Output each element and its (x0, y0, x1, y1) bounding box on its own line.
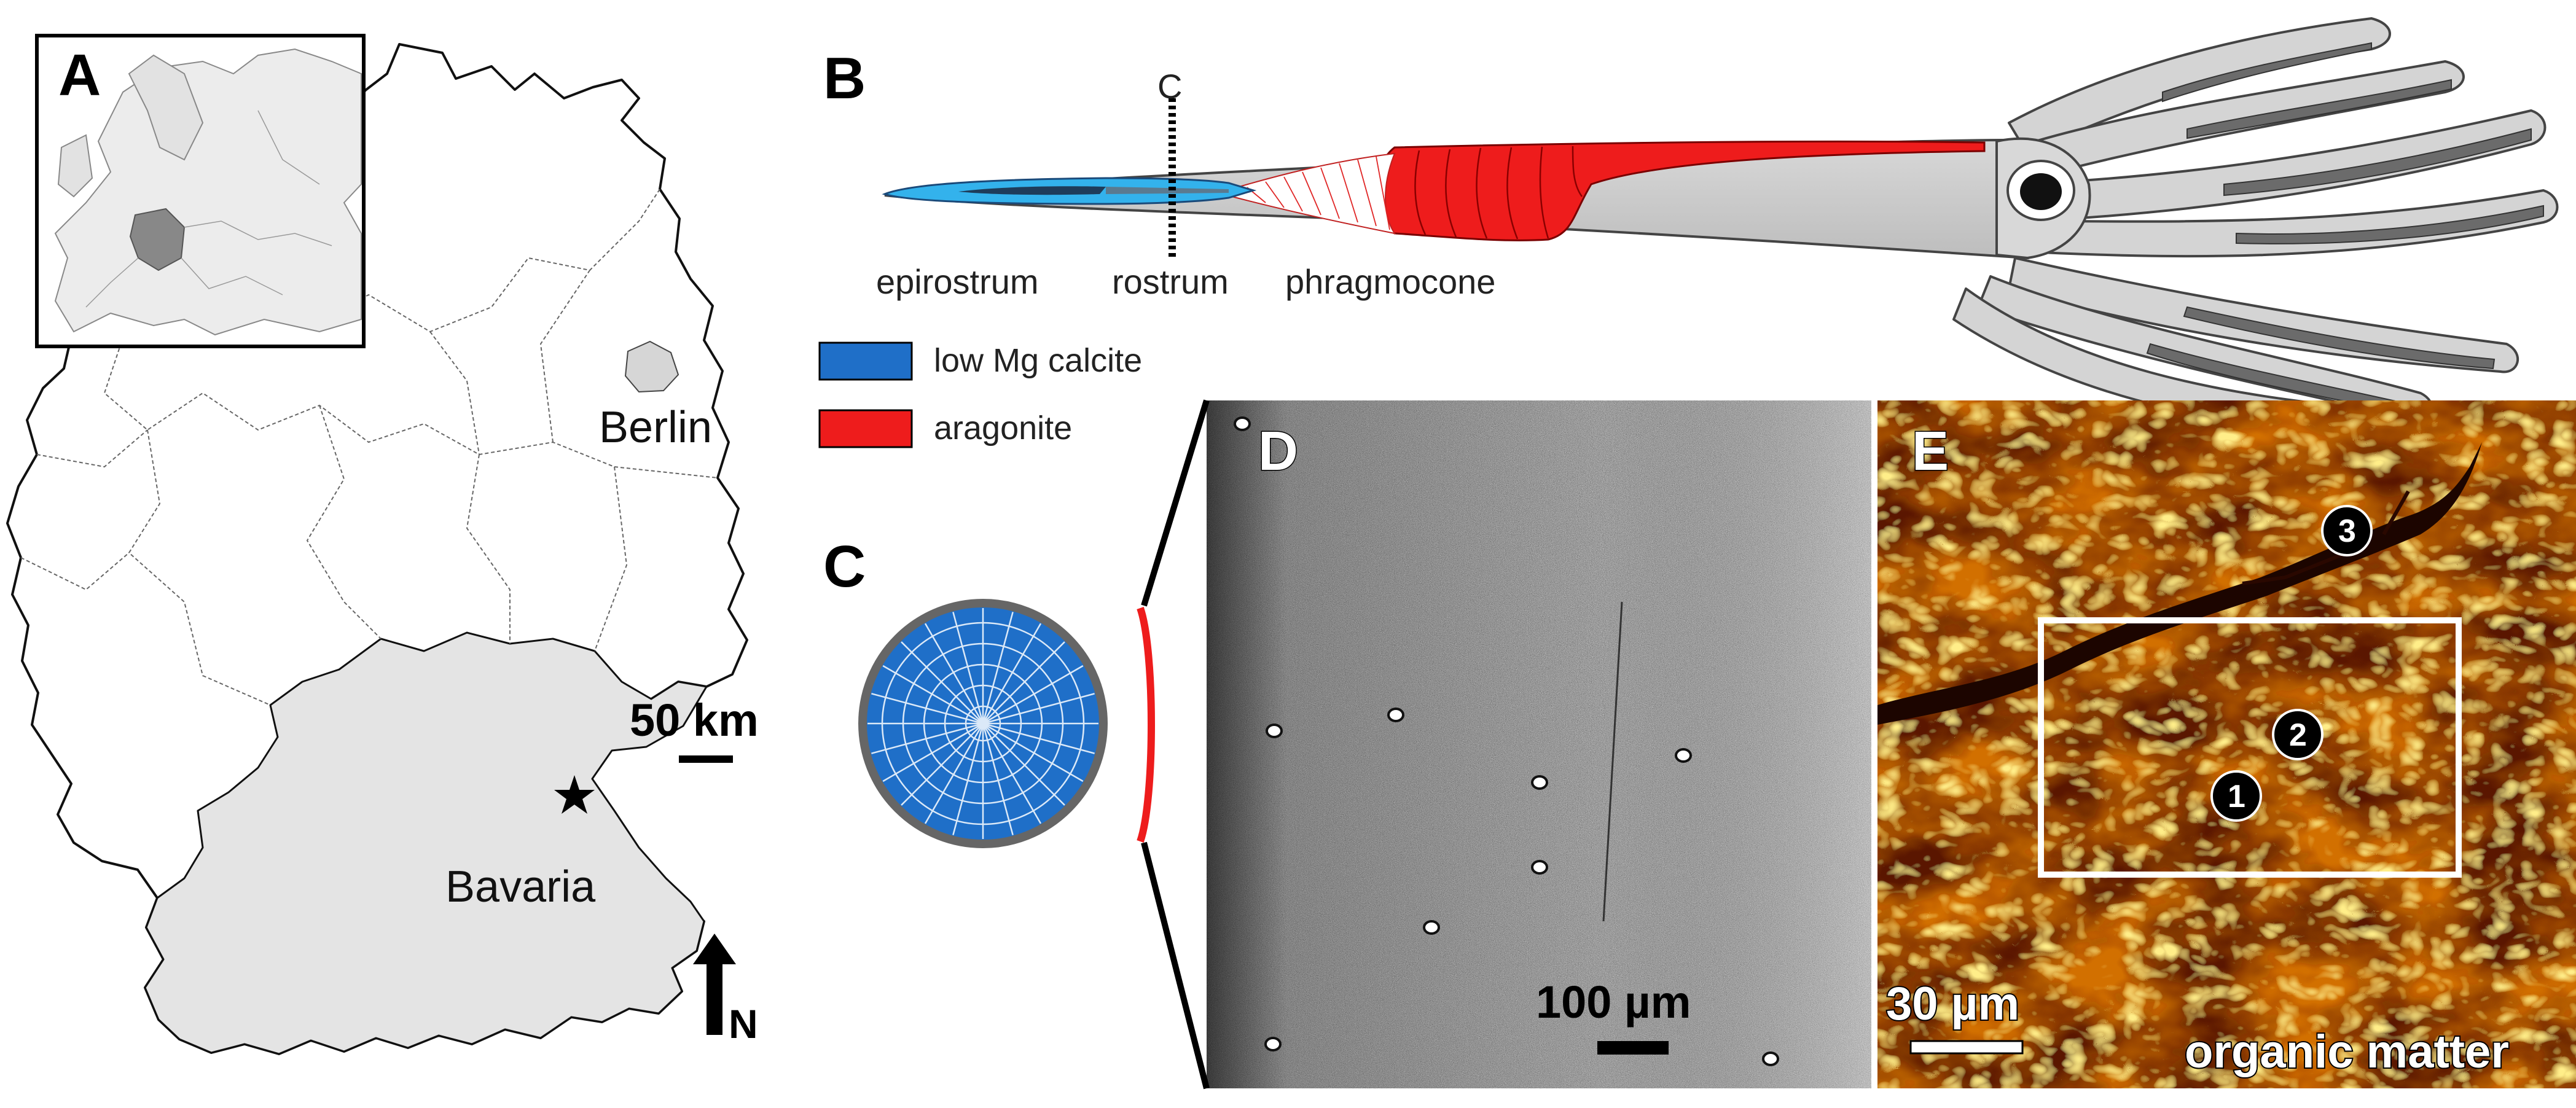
squid-eye-icon (2020, 173, 2062, 210)
panel-d-micrograph: D 100 µm (1207, 400, 1871, 1088)
map-scale-bar (679, 755, 733, 763)
chamber-lines (1247, 156, 1390, 230)
bavaria-region (144, 631, 708, 1055)
micrograph-d-scale-bar (1597, 1041, 1669, 1055)
north-arrow-icon (693, 934, 736, 1035)
panel-a-map: Berlin Bavaria 50 km N A (6, 34, 759, 1055)
organic-crack (1877, 442, 2482, 725)
marker-1 (2210, 770, 2262, 822)
marker-3 (2321, 505, 2373, 556)
aragonite-phragmocone (1375, 140, 1986, 241)
legend-label-aragonite: aragonite (934, 410, 1072, 447)
panel-a-letter: A (58, 42, 101, 108)
marker-2 (2272, 709, 2323, 760)
panel-e-micrograph: 1 2 3 E 30 µm organic matter (1877, 400, 2576, 1088)
epirostrum-core (958, 186, 1106, 195)
part-label-epirostrum: epirostrum (876, 262, 1039, 301)
section-growth-grid (867, 608, 1098, 839)
micrograph-crack (1602, 601, 1623, 922)
north-label: N (729, 1001, 758, 1047)
part-label-phragmocone: phragmocone (1285, 262, 1495, 301)
berlin-region (624, 340, 679, 393)
marker-1-label: 1 (2228, 779, 2245, 814)
panel-d-letter: D (1258, 421, 1298, 482)
legend-swatch-calcite (818, 341, 913, 381)
panel-b-diagram: B (823, 17, 2559, 431)
legend-swatch-aragonite (818, 409, 913, 448)
berlin-label: Berlin (599, 403, 712, 452)
locality-star-icon (554, 775, 595, 814)
section-marker-label: C (1157, 67, 1182, 106)
apical-line (1106, 187, 1229, 194)
micrograph-e-caption: organic matter (2185, 1026, 2509, 1078)
micrograph-e-scale-bar (1909, 1040, 2024, 1055)
micrograph-e-scale-label: 30 µm (1886, 978, 2019, 1030)
region-of-interest-box (2038, 617, 2462, 878)
pore-dots (1234, 416, 1779, 1066)
legend-label-calcite: low Mg calcite (934, 342, 1142, 379)
phragmocone-septa (1414, 146, 1583, 240)
panel-b-letter: B (823, 45, 866, 111)
panel-e-letter: E (1912, 421, 1949, 482)
phragmocone-chambers (1222, 152, 1396, 235)
part-label-rostrum: rostrum (1112, 262, 1229, 301)
panel-c-letter: C (823, 534, 866, 599)
crack-branches (2242, 490, 2410, 585)
legend: low Mg calcite aragonite (818, 341, 1142, 448)
zoom-section-highlight (1137, 607, 1155, 843)
bavaria-label: Bavaria (445, 862, 596, 911)
marker-3-label: 3 (2338, 513, 2356, 549)
europe-inset (35, 34, 366, 348)
marker-2-label: 2 (2289, 717, 2307, 753)
panel-c-cross-section: C (823, 534, 1108, 848)
map-scale-label: 50 km (630, 695, 759, 746)
arm-suckers (2146, 42, 2544, 416)
zoom-connector (1141, 399, 1210, 1090)
micrograph-d-scale-label: 100 µm (1536, 977, 1691, 1028)
